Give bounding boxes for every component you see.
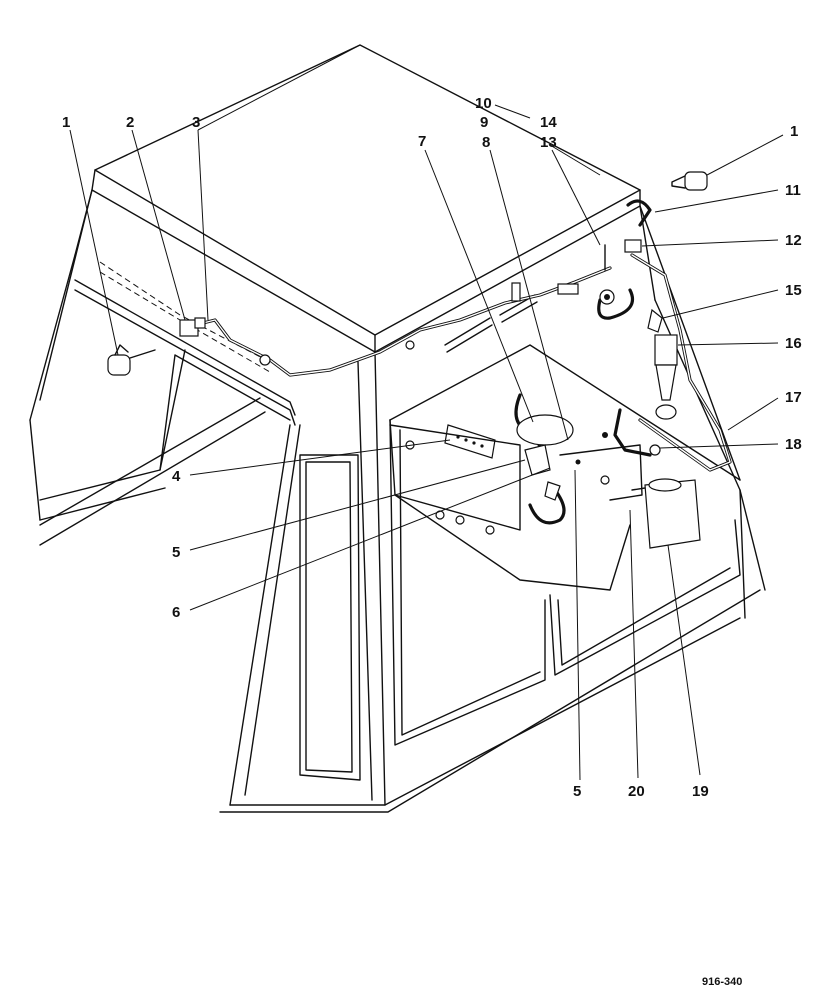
cab-roof xyxy=(74,44,656,353)
tee-fitting xyxy=(179,317,206,337)
callout-numbers: 1 2 3 7 9 8 10 14 13 1 11 12 15 16 17 18… xyxy=(62,95,802,800)
hose-clips xyxy=(259,282,579,366)
callout-15: 15 xyxy=(785,282,802,299)
callout-4: 4 xyxy=(172,468,181,485)
leader-lines xyxy=(69,44,784,781)
callout-1-left: 1 xyxy=(62,114,70,131)
washer-pump xyxy=(647,308,678,420)
callout-9: 9 xyxy=(480,114,488,131)
callout-20: 20 xyxy=(628,783,645,800)
callout-12: 12 xyxy=(785,232,802,249)
callout-18: 18 xyxy=(785,436,802,453)
callout-1-right: 1 xyxy=(790,123,798,140)
grommet-18 xyxy=(649,444,661,456)
mounting-bracket xyxy=(559,432,643,501)
nozzle-right xyxy=(671,171,708,191)
washer-reservoir xyxy=(631,478,701,549)
wiper-motor xyxy=(516,414,574,501)
roof-vents xyxy=(444,294,538,353)
connector-12 xyxy=(624,239,642,253)
callout-6: 6 xyxy=(172,604,180,621)
rear-rail xyxy=(74,261,296,416)
washer-hoses xyxy=(193,199,732,525)
callout-5-bottom: 5 xyxy=(573,783,581,800)
callout-16: 16 xyxy=(785,335,802,352)
nozzle-left xyxy=(107,344,156,376)
callout-17: 17 xyxy=(785,389,802,406)
callout-7: 7 xyxy=(418,133,426,150)
callout-3: 3 xyxy=(192,114,200,131)
callout-11: 11 xyxy=(785,182,801,199)
figure-reference: 916-340 xyxy=(702,976,742,988)
callout-19: 19 xyxy=(692,783,709,800)
callout-8: 8 xyxy=(482,134,490,151)
callout-13: 13 xyxy=(540,134,557,151)
check-valve xyxy=(599,244,615,305)
callout-10: 10 xyxy=(475,95,492,112)
switch-panel xyxy=(444,424,496,459)
callout-2: 2 xyxy=(126,114,134,131)
callout-5-left: 5 xyxy=(172,544,180,561)
cab-frame xyxy=(29,189,766,813)
callout-14: 14 xyxy=(540,114,557,131)
